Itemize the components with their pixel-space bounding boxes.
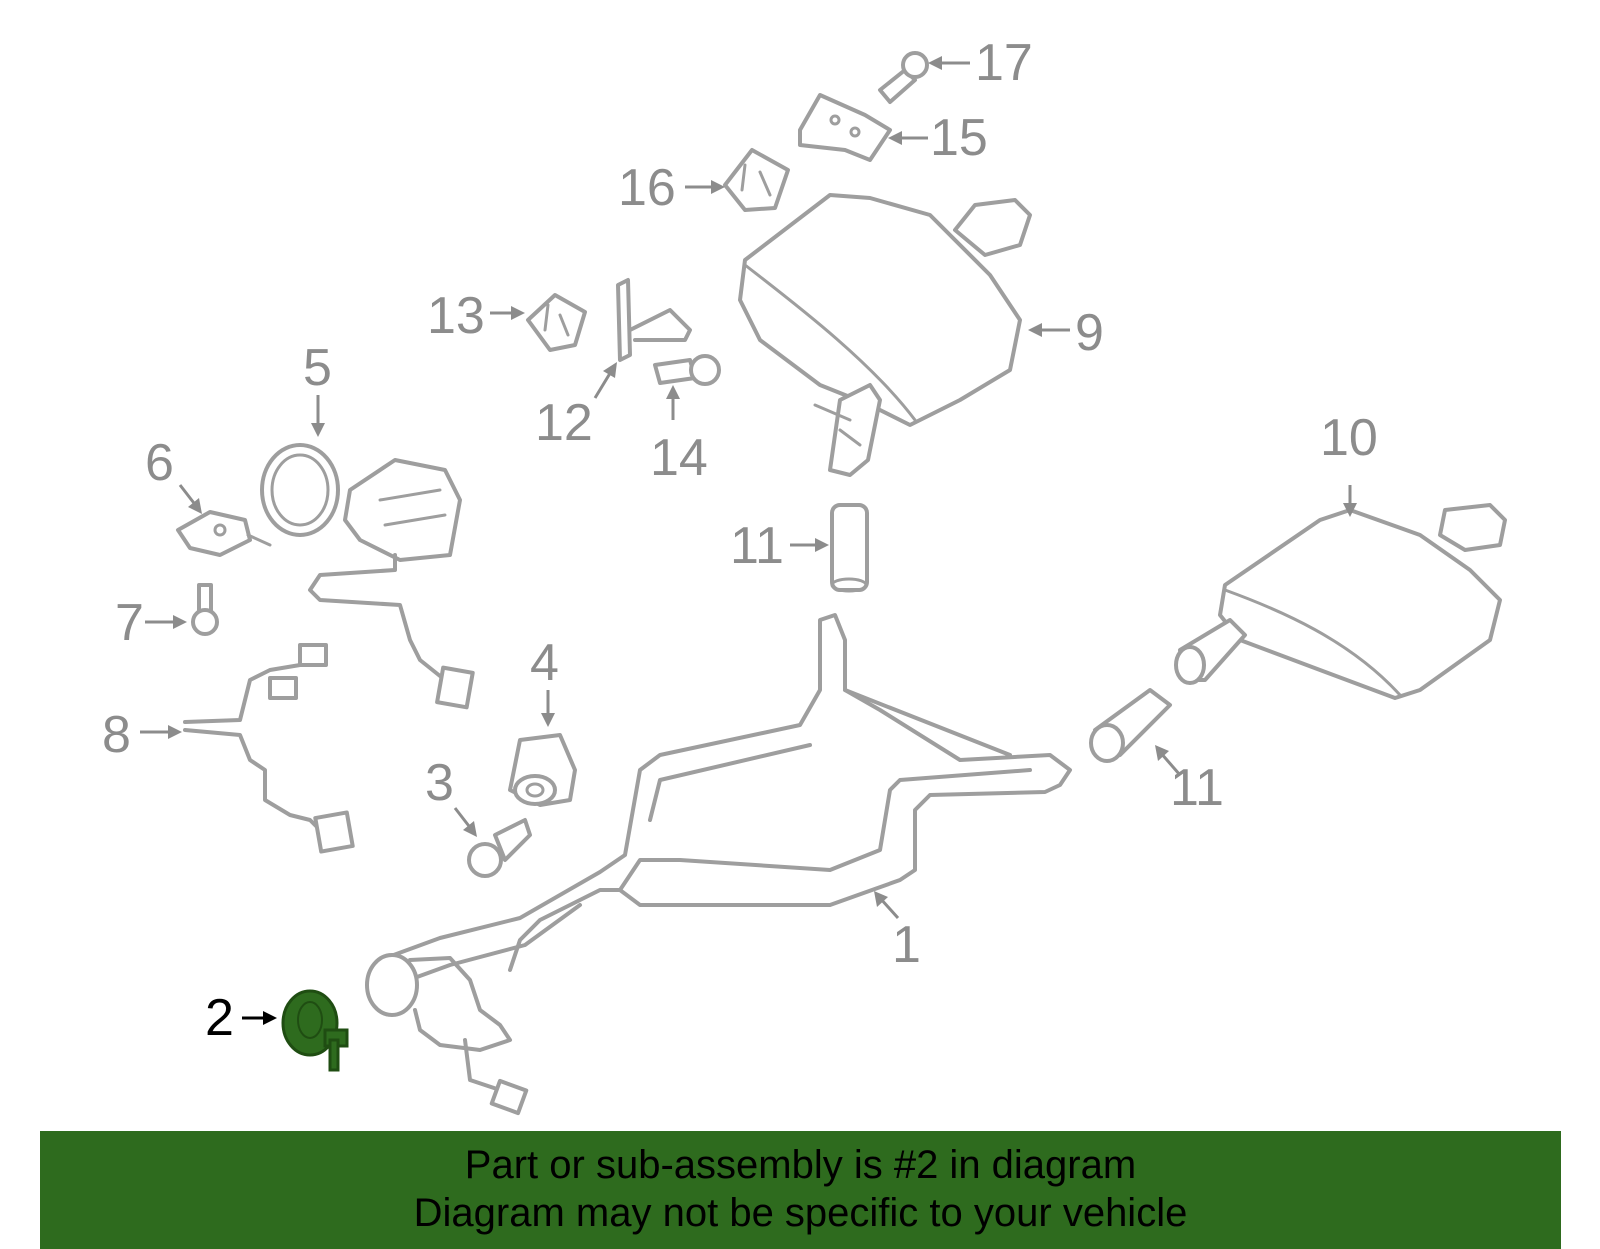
callout-13: 13 (427, 287, 485, 345)
callout-7: 7 (115, 594, 144, 652)
banner-line-2: Diagram may not be specific to your vehi… (413, 1191, 1188, 1235)
part-15-bracket (798, 93, 892, 162)
callout-arrows (140, 56, 1357, 1025)
part-3-bolt (467, 818, 532, 878)
part-11-connector-pipe-upper (830, 503, 869, 593)
callout-11-upper: 11 (730, 517, 784, 575)
callout-3: 3 (425, 754, 454, 812)
part-13-isolator (526, 293, 587, 352)
part-10-muffler (1174, 503, 1507, 700)
part-16-isolator (723, 148, 790, 212)
part-2-clamp-highlighted[interactable] (281, 989, 349, 1072)
part-9-muffler (738, 193, 1032, 477)
callout-11-lower: 11 (1170, 759, 1224, 817)
part-7-bolt (191, 583, 219, 636)
callout-5: 5 (303, 339, 332, 397)
part-12-hanger (616, 278, 692, 362)
callout-15: 15 (930, 109, 988, 167)
part-1-exhaust-pipe (365, 613, 1072, 1116)
info-banner: Part or sub-assembly is #2 in diagram Di… (40, 1131, 1561, 1249)
callout-1: 1 (892, 916, 921, 974)
part-17-bolt (878, 51, 929, 104)
callout-4: 4 (530, 634, 559, 692)
part-4-bushing (508, 733, 577, 807)
part-6-bracket (176, 510, 272, 557)
callout-6: 6 (145, 434, 174, 492)
part-5-exhaust-valve-actuator (260, 443, 475, 710)
callout-14: 14 (650, 429, 708, 487)
part-11-connector-pipe-lower (1089, 688, 1172, 763)
banner-line-1: Part or sub-assembly is #2 in diagram (464, 1143, 1137, 1187)
part-14-bolt (653, 354, 721, 386)
callout-8: 8 (102, 706, 131, 764)
callout-10: 10 (1320, 409, 1378, 467)
part-8-sensor-harness (183, 643, 355, 854)
callout-16: 16 (618, 159, 676, 217)
callout-12: 12 (535, 394, 593, 452)
callout-2: 2 (205, 989, 234, 1047)
callout-17: 17 (975, 34, 1033, 92)
callout-9: 9 (1075, 304, 1104, 362)
